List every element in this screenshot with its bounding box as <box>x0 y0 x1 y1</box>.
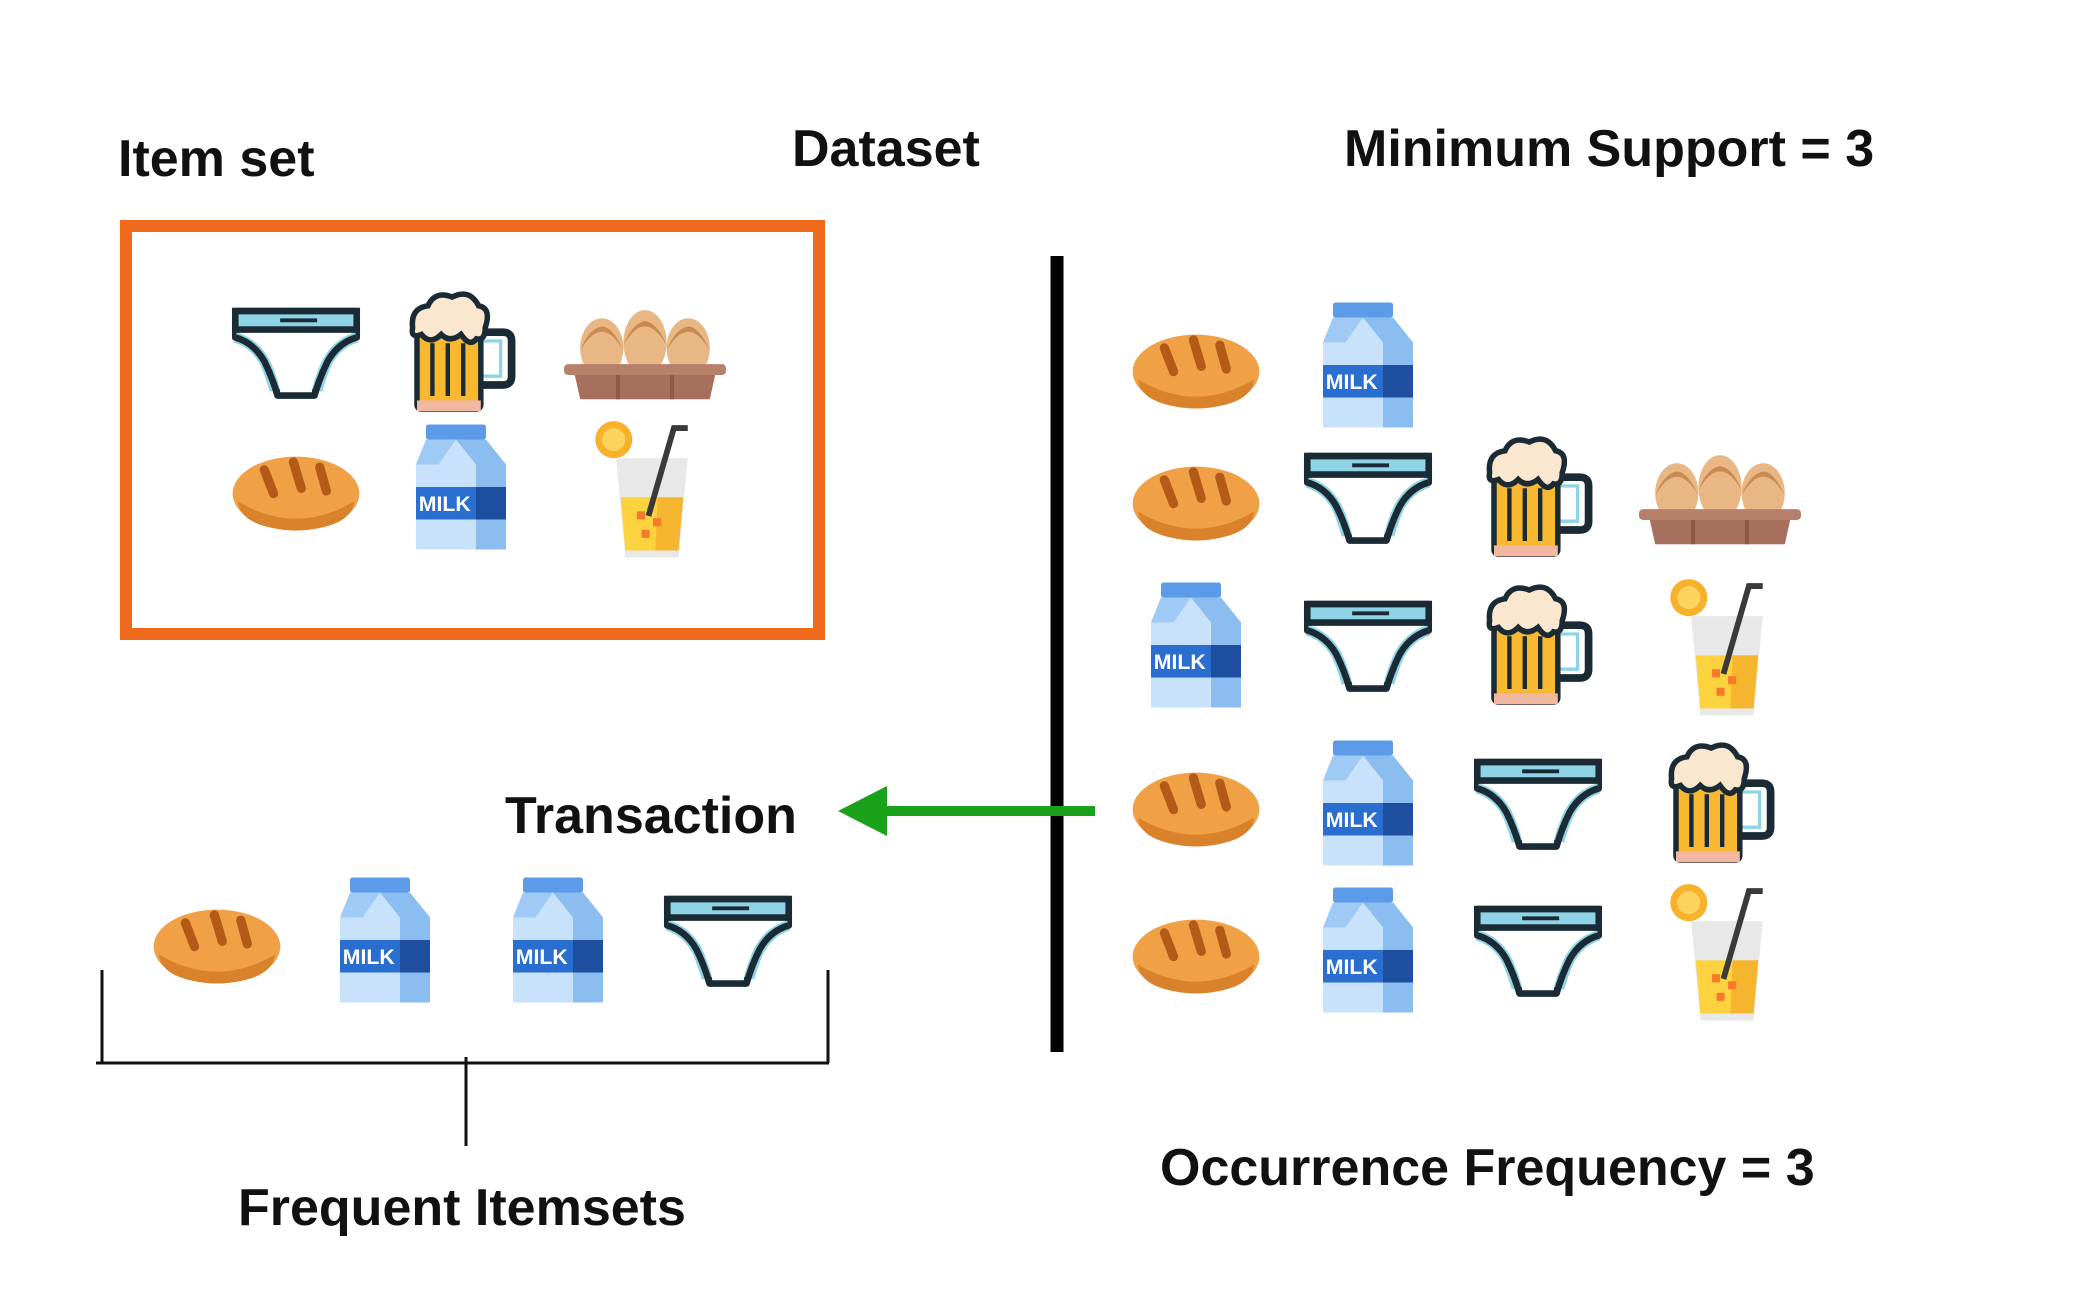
svg-text:MILK: MILK <box>1154 650 1207 674</box>
underwear-icon <box>1472 754 1604 852</box>
milk-icon: MILK <box>1318 737 1418 869</box>
juice-icon <box>1668 877 1772 1023</box>
item-set-title: Item set <box>118 130 315 188</box>
beer-icon <box>1482 431 1594 563</box>
underwear-icon <box>1302 596 1434 694</box>
milk-icon: MILK <box>1318 299 1418 431</box>
eggs-icon <box>1639 449 1801 545</box>
bread-icon <box>1130 318 1262 412</box>
svg-text:MILK: MILK <box>1326 370 1379 394</box>
minimum-support-label: Minimum Support = 3 <box>1344 120 1875 178</box>
occurrence-frequency-label: Occurrence Frequency = 3 <box>1160 1139 1815 1197</box>
item-set-box <box>120 220 825 640</box>
frequent-itemsets-bracket <box>96 970 830 1146</box>
beer-icon <box>405 286 517 418</box>
svg-text:MILK: MILK <box>1326 808 1379 832</box>
transaction-arrow-head <box>838 786 887 836</box>
underwear-icon <box>1472 901 1604 999</box>
svg-text:MILK: MILK <box>343 945 396 969</box>
milk-icon: MILK <box>1318 884 1418 1016</box>
bread-icon <box>151 893 283 987</box>
underwear-icon <box>1302 448 1434 546</box>
bread-icon <box>1130 450 1262 544</box>
juice-icon <box>1668 572 1772 718</box>
beer-icon <box>1482 579 1594 711</box>
juice-icon <box>593 414 697 560</box>
svg-text:MILK: MILK <box>516 945 569 969</box>
svg-text:MILK: MILK <box>419 492 472 516</box>
milk-icon: MILK <box>411 421 511 553</box>
transaction-label: Transaction <box>505 787 797 845</box>
milk-icon: MILK <box>335 874 435 1006</box>
frequent-itemsets-label: Frequent Itemsets <box>238 1179 686 1237</box>
milk-icon: MILK <box>508 874 608 1006</box>
bread-icon <box>230 440 362 534</box>
underwear-icon <box>662 891 794 989</box>
bread-icon <box>1130 756 1262 850</box>
bread-icon <box>1130 903 1262 997</box>
underwear-icon <box>230 303 362 401</box>
dataset-title: Dataset <box>792 120 980 178</box>
svg-text:MILK: MILK <box>1326 955 1379 979</box>
eggs-icon <box>564 304 726 400</box>
beer-icon <box>1664 737 1776 869</box>
milk-icon: MILK <box>1146 579 1246 711</box>
